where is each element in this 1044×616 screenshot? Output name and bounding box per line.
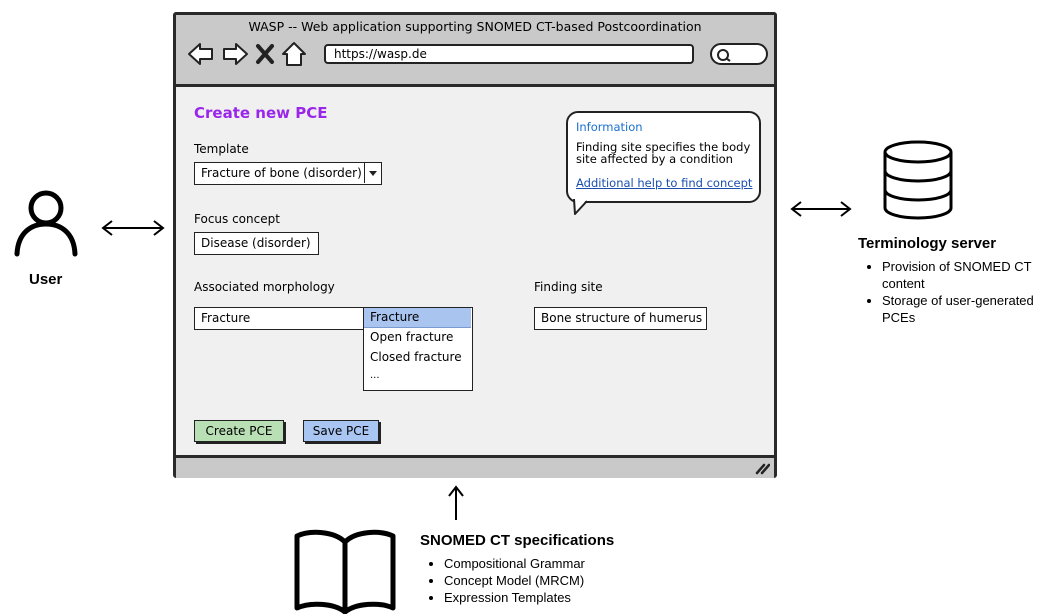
focus-concept-label: Focus concept (194, 212, 280, 226)
browser-toolbar: WASP -- Web application supporting SNOME… (176, 15, 774, 87)
resize-handle-icon[interactable] (754, 461, 770, 475)
list-item: Provision of SNOMED CT content (882, 258, 1036, 292)
chevron-down-icon[interactable] (364, 163, 381, 183)
terminology-server-list: Provision of SNOMED CT content Storage o… (858, 258, 1036, 326)
list-item: Storage of user-generated PCEs (882, 292, 1036, 326)
page-title: Create new PCE (194, 104, 328, 122)
focus-concept-field[interactable]: Disease (disorder) (194, 232, 319, 255)
forward-arrow-icon[interactable] (223, 43, 248, 65)
home-icon[interactable] (282, 42, 306, 66)
dropdown-option[interactable]: ... (370, 370, 380, 381)
save-pce-button[interactable]: Save PCE (303, 420, 379, 442)
open-book-icon (294, 529, 396, 614)
double-arrow-icon (101, 220, 165, 236)
template-label: Template (194, 142, 249, 156)
info-heading: Information (576, 120, 643, 134)
browser-status-bar (176, 455, 774, 478)
dropdown-option[interactable]: Open fracture (370, 330, 454, 344)
url-bar[interactable]: https://wasp.de (324, 44, 694, 64)
bubble-tail (573, 199, 588, 215)
browser-nav-icons (188, 42, 306, 66)
window-title: WASP -- Web application supporting SNOME… (248, 19, 702, 34)
snomed-specs-list: Compositional Grammar Concept Model (MRC… (420, 555, 650, 606)
list-item: Compositional Grammar (444, 555, 650, 572)
info-text: Finding site specifies the body site aff… (576, 140, 751, 166)
terminology-server-title: Terminology server (858, 235, 997, 252)
user-icon (14, 190, 78, 257)
up-arrow-icon (448, 485, 464, 520)
template-select[interactable]: Fracture of bone (disorder) (194, 162, 382, 185)
finding-site-label: Finding site (534, 280, 603, 294)
list-item: Concept Model (MRCM) (444, 572, 650, 589)
finding-site-field[interactable]: Bone structure of humerus (534, 307, 707, 330)
search-icon (717, 49, 731, 62)
user-label: User (29, 271, 63, 288)
morphology-label: Associated morphology (194, 280, 335, 294)
snomed-specs-title: SNOMED CT specifications (420, 532, 615, 549)
help-link[interactable]: Additional help to find concept (576, 176, 753, 190)
browser-window: WASP -- Web application supporting SNOME… (173, 12, 777, 478)
database-icon (883, 140, 953, 220)
dropdown-option[interactable]: Closed fracture (370, 350, 462, 364)
create-pce-button[interactable]: Create PCE (194, 420, 284, 442)
morphology-field[interactable]: Fracture (194, 307, 364, 330)
dropdown-option[interactable]: Fracture (364, 308, 471, 328)
search-field[interactable] (710, 43, 768, 65)
double-arrow-icon (790, 201, 852, 217)
back-arrow-icon[interactable] (188, 43, 213, 65)
info-bubble: Information Finding site specifies the b… (566, 111, 761, 203)
close-x-icon[interactable] (256, 44, 274, 64)
template-value: Fracture of bone (disorder) (201, 166, 362, 180)
page-content: Create new PCE Template Fracture of bone… (176, 87, 774, 455)
morphology-dropdown: Fracture Open fracture Closed fracture .… (363, 307, 473, 391)
list-item: Expression Templates (444, 589, 650, 606)
